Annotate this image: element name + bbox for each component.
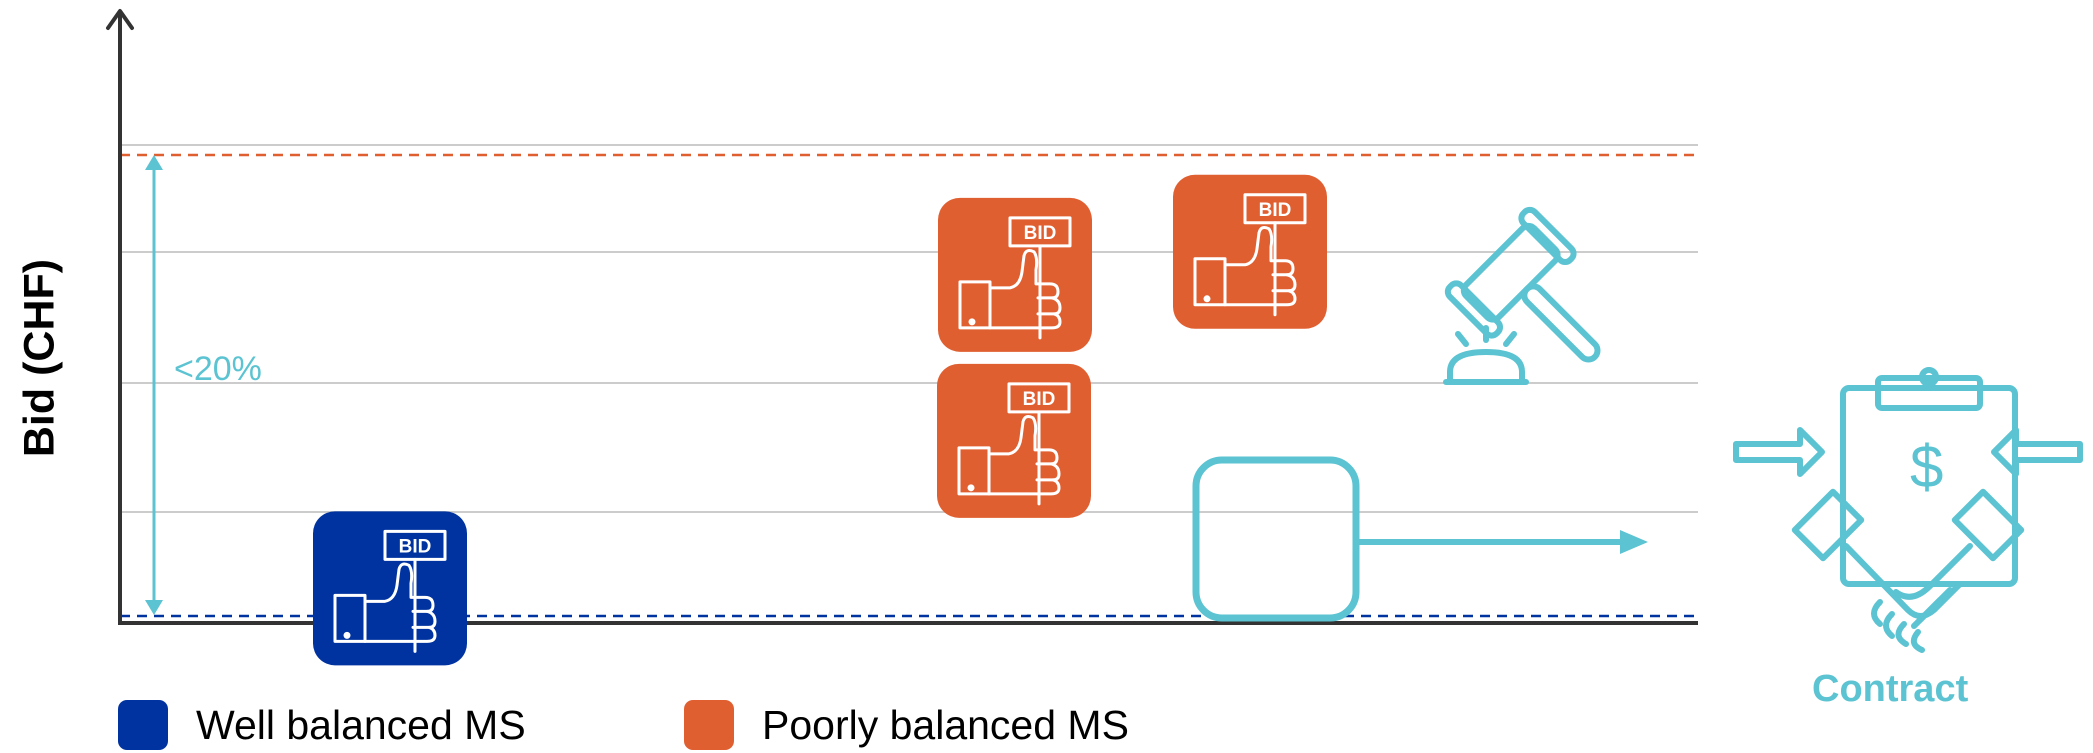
- bids-layer: BID BID BID BID: [313, 174, 1327, 666]
- svg-text:$: $: [1910, 433, 1943, 500]
- bid-poorly-balanced-low: BID: [937, 363, 1091, 518]
- bid-well-balanced: BID: [313, 511, 467, 666]
- thumbs-up-bid-icon: [333, 529, 447, 653]
- bid-poorly-balanced-high: BID: [1173, 174, 1327, 329]
- bid-tag-label: BID: [1024, 223, 1057, 244]
- contract-label: Contract: [1812, 668, 1969, 710]
- legend-swatch-well: [118, 700, 168, 750]
- bid-tag-label: BID: [399, 536, 432, 557]
- empty-bid-slot: [1192, 456, 1360, 622]
- legend-item-well: Well balanced MS: [118, 700, 526, 750]
- legend-swatch-poor: [684, 700, 734, 750]
- bid-poorly-balanced-mid: BID: [938, 197, 1092, 352]
- arrow-icon: [1356, 530, 1648, 554]
- legend-label-poor: Poorly balanced MS: [762, 701, 1129, 748]
- thumbs-up-bid-icon: [958, 216, 1072, 340]
- legend-item-poor: Poorly balanced MS: [684, 700, 1129, 750]
- range-arrow: [145, 155, 163, 615]
- y-axis-label: Bid (CHF): [15, 258, 64, 458]
- bid-tag-label: BID: [1259, 200, 1292, 221]
- legend-label-well: Well balanced MS: [196, 701, 526, 748]
- thumbs-up-bid-icon: [957, 382, 1071, 506]
- contract-handshake-icon: $: [1733, 367, 2083, 653]
- gavel-icon: [1443, 206, 1601, 385]
- gridlines: [120, 144, 1698, 513]
- y-axis-arrowhead: [106, 9, 134, 30]
- bid-tag-label: BID: [1023, 389, 1056, 410]
- thumbs-up-bid-icon: [1193, 193, 1307, 317]
- range-annotation: <20%: [174, 350, 262, 388]
